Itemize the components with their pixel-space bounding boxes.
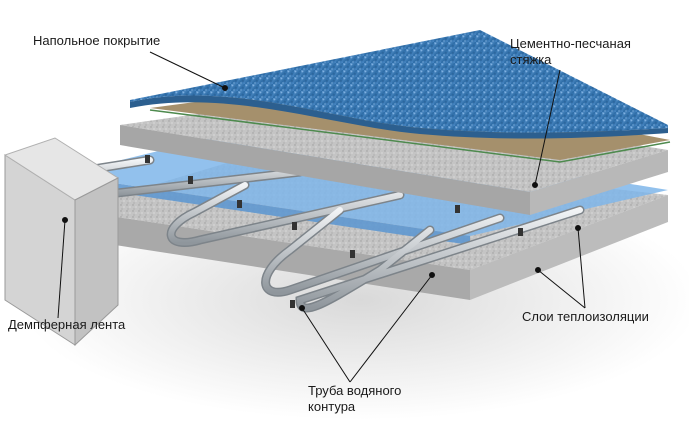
pipe-label: Труба водяного контура: [308, 383, 401, 415]
insulation-layers-label: Слои теплоизоляции: [522, 309, 649, 324]
screed-label: Цементно-песчаная стяжка: [510, 36, 631, 68]
screed-label-line2: стяжка: [510, 52, 552, 67]
floor-covering-label: Напольное покрытие: [33, 33, 161, 48]
floor-covering: [130, 30, 668, 139]
leader-lines: [57, 51, 586, 383]
pipe-label-line1: Труба водяного: [308, 383, 402, 398]
damper-tape-label: Демпферная лента: [8, 317, 126, 332]
damper-tape: [3, 137, 120, 347]
pipe-label-line2: контура: [308, 399, 356, 414]
screed-label-line1: Цементно-песчаная: [510, 36, 631, 51]
